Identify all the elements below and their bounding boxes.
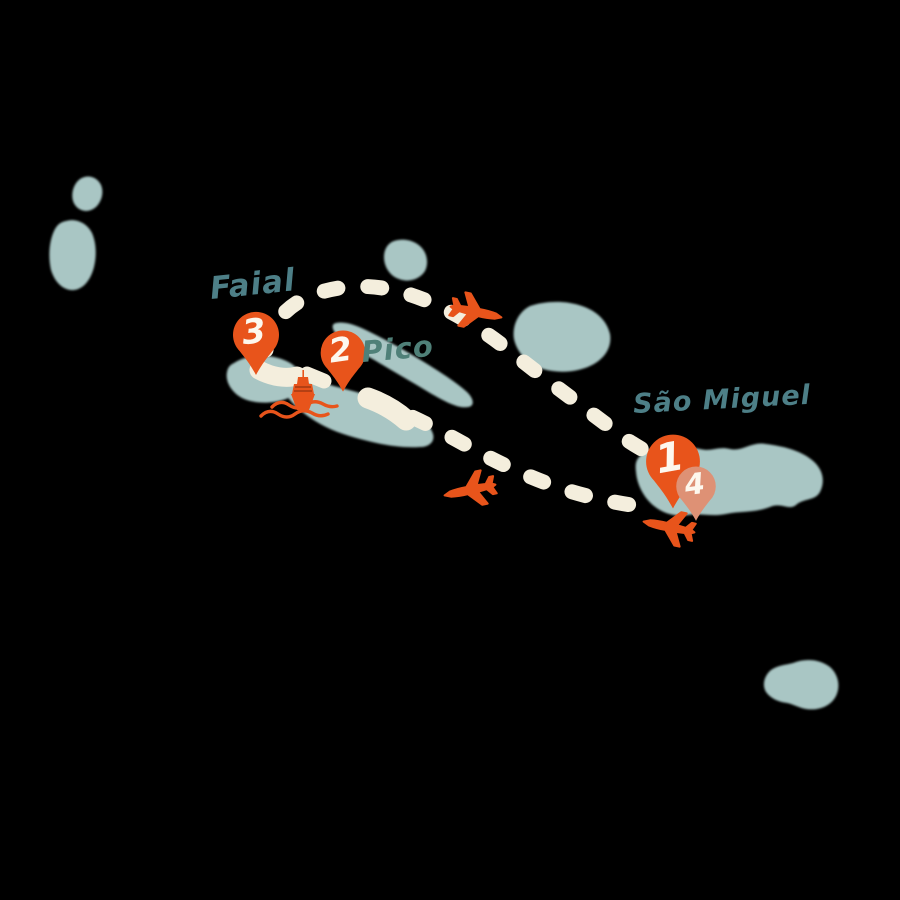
flight-route-south — [364, 393, 665, 516]
boat-hull-stripes — [294, 386, 312, 392]
ferry-route-dash — [299, 366, 332, 389]
airplane-icon-south — [440, 466, 500, 514]
map-pin-4-sao-miguel[interactable]: 4 — [676, 466, 716, 521]
island-sao-jorge — [332, 322, 473, 408]
island-santa-maria — [763, 659, 839, 710]
flight-route-north — [258, 278, 670, 466]
island-label-pico: Pico — [360, 328, 436, 369]
island-flores — [49, 220, 96, 291]
map-pin-3-faial[interactable]: 3 — [233, 311, 279, 375]
boat-icon — [259, 370, 339, 419]
routes-layer — [249, 278, 670, 516]
island-pico — [284, 378, 434, 448]
boat-wave-1 — [270, 400, 339, 410]
route-start-blob-faial — [249, 360, 307, 387]
boat-mast — [302, 370, 304, 378]
map-pin-2-pico[interactable]: 2 — [320, 329, 366, 392]
island-corvo — [72, 176, 103, 211]
island-terceira — [513, 301, 611, 372]
pin-number-2: 2 — [326, 329, 354, 371]
island-graciosa — [384, 239, 428, 281]
boat-hull — [291, 394, 315, 410]
pin-number-4: 4 — [681, 466, 707, 503]
pins-layer: 3 2 1 4 — [233, 311, 716, 521]
boat-deck — [292, 384, 314, 394]
airplane-icon-north — [446, 288, 506, 336]
boat-funnel — [297, 377, 309, 384]
islands-layer — [49, 176, 839, 710]
boat-wave-2 — [259, 409, 330, 419]
pin-number-3: 3 — [240, 311, 268, 353]
